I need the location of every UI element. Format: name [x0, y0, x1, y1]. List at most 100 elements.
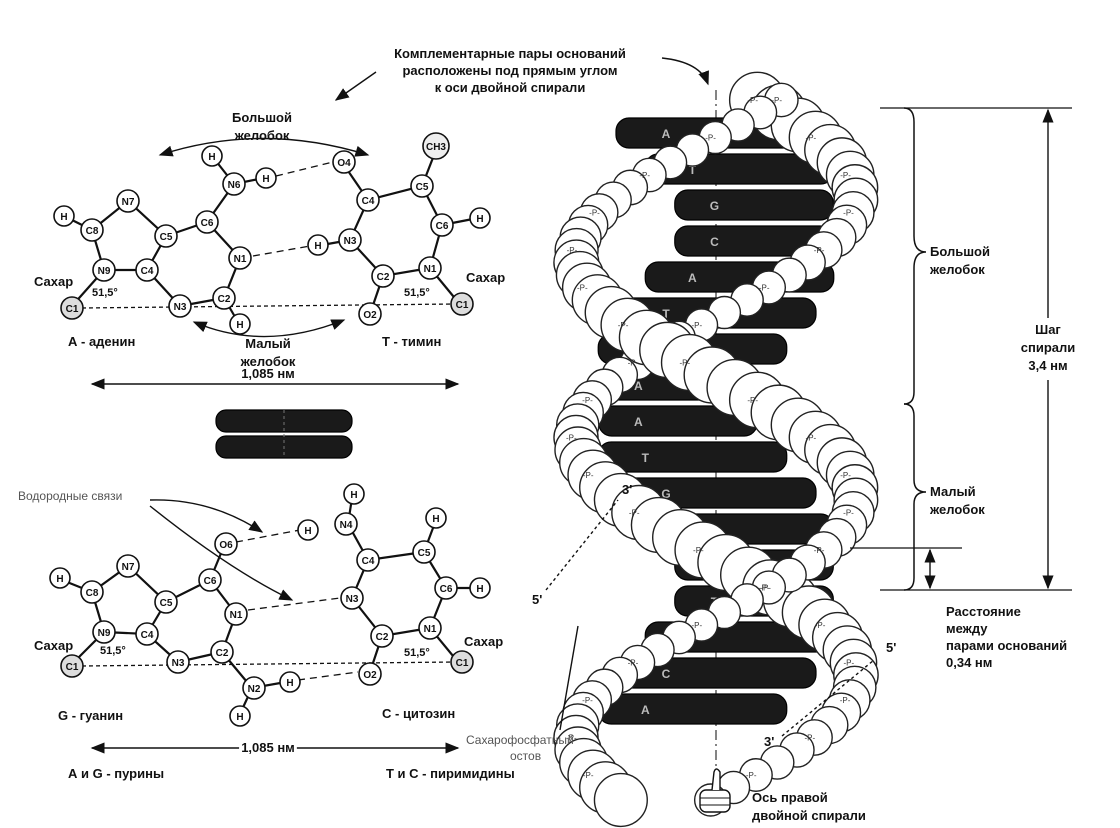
svg-text:N4: N4: [340, 520, 353, 531]
svg-text:H: H: [208, 152, 215, 163]
svg-text:CH3: CH3: [426, 142, 446, 153]
svg-text:N3: N3: [174, 302, 187, 313]
atom-c4-thymine: C4: [356, 188, 380, 212]
helix-base-letter: A: [641, 703, 650, 717]
atom-n7: N7: [116, 189, 140, 213]
atom-c6-thymine: C6: [430, 213, 454, 237]
complementary-note-line3: к оси двойной спирали: [435, 80, 586, 95]
pitch-label-line3: 3,4 нм: [1028, 358, 1067, 373]
base-spacing-line1: Расстояние: [946, 604, 1021, 619]
hbond-pointer-1: [149, 499, 264, 533]
atom-c5-thymine: C5: [410, 174, 434, 198]
phosphate-glyph: -P-: [566, 434, 577, 443]
minor-groove-arrow: [192, 319, 346, 338]
atom-h-c6-cytosine: H: [469, 577, 491, 599]
svg-text:C2: C2: [377, 272, 390, 283]
angle-label-left: 51,5°: [92, 287, 118, 299]
atom-n1-cytosine: N1: [418, 616, 442, 640]
atom-c5-cytosine: C5: [412, 540, 436, 564]
svg-text:O4: O4: [337, 158, 351, 169]
svg-text:C8: C8: [86, 226, 99, 237]
svg-text:H: H: [236, 712, 243, 723]
phosphate-glyph: -P-: [693, 546, 704, 555]
atom-o2: O2: [358, 302, 382, 326]
svg-text:N9: N9: [98, 266, 111, 277]
angle-label-right: 51,5°: [404, 287, 430, 299]
svg-text:N7: N7: [122, 197, 135, 208]
atom-o4: O4: [332, 150, 356, 174]
svg-text:C8: C8: [86, 588, 99, 599]
hydrogen-bond-2: [252, 245, 311, 257]
atom-n3-thymine: N3: [338, 228, 362, 252]
helix-base-letter: A: [634, 379, 643, 393]
helix-base-letter: A: [688, 271, 697, 285]
phosphate-glyph: -P-: [628, 659, 639, 668]
phosphate-glyph: -P-: [566, 734, 577, 743]
phosphate-glyph: -P-: [806, 434, 817, 443]
phosphate-glyph: -P-: [583, 771, 594, 780]
strand-end-5-left: 5': [532, 592, 542, 607]
atom-c6-cytosine: C6: [434, 576, 458, 600]
hydrogen-bond-1: [275, 161, 334, 177]
svg-text:H: H: [314, 241, 321, 252]
helix-base-bar: [597, 693, 788, 725]
phosphate-glyph: -P-: [760, 584, 771, 593]
helix-base-letter: C: [710, 235, 719, 249]
phosphate-glyph: -P-: [840, 696, 851, 705]
svg-text:N2: N2: [248, 684, 261, 695]
atom-o2-cytosine: O2: [358, 662, 382, 686]
atom-h-c2: H: [229, 313, 251, 335]
svg-text:H: H: [286, 678, 293, 689]
atom-c5: C5: [154, 224, 178, 248]
svg-text:H: H: [350, 490, 357, 501]
atom-c2-guanine: C2: [210, 640, 234, 664]
svg-text:N9: N9: [98, 628, 111, 639]
atom-n9-bottom: N9: [92, 620, 116, 644]
helix-base-letter: A: [634, 415, 643, 429]
base-spacing-line2: между: [946, 621, 988, 636]
phosphate-glyph: -P-: [759, 584, 770, 593]
svg-text:C6: C6: [436, 221, 449, 232]
helix-base-letter: T: [642, 451, 650, 465]
note-arrow-left: [334, 71, 377, 101]
svg-text:N1: N1: [424, 624, 437, 635]
minor-groove-bracket: [903, 403, 927, 591]
phosphate-glyph: -P-: [843, 509, 854, 518]
pitch-label-line1: Шаг: [1035, 322, 1061, 337]
svg-text:C5: C5: [418, 548, 431, 559]
atom-n3: N3: [168, 294, 192, 318]
note-arrow-right: [661, 57, 709, 86]
pyrimidines-legend: Т и С - пиримидины: [386, 766, 515, 781]
atom-c4-bottom: C4: [135, 622, 159, 646]
atom-n3-cytosine: N3: [340, 586, 364, 610]
major-groove-arrow: [158, 137, 370, 157]
atom-c4: C4: [135, 258, 159, 282]
axis-label-line1: Ось правой: [752, 790, 828, 805]
purines-legend: А и G - пурины: [68, 766, 164, 781]
backbone-label-line1: Сахарофосфатный: [466, 733, 574, 747]
strand-end-5-right: 5': [886, 640, 896, 655]
atom-n7-bottom: N7: [116, 554, 140, 578]
svg-text:N1: N1: [424, 264, 437, 275]
phosphate-glyph: -P-: [840, 171, 851, 180]
axis-label-line2: двойной спирали: [752, 808, 866, 823]
atom-h-c6: H: [469, 207, 491, 229]
phosphate-glyph: -P-: [583, 471, 594, 480]
phosphate-glyph: -P-: [759, 284, 770, 293]
atom-h-n2b: H: [229, 705, 251, 727]
major-groove-label-line1: Большой: [232, 110, 292, 125]
hydrogen-bonds-label: Водородные связи: [18, 489, 122, 503]
svg-text:C5: C5: [160, 598, 173, 609]
phosphate-glyph: -P-: [843, 209, 854, 218]
atom-c1-right-bottom: C1: [450, 650, 474, 674]
complementary-note-line1: Комплементарные пары оснований: [394, 46, 626, 61]
svg-text:C6: C6: [201, 218, 214, 229]
phosphate-glyph: -P-: [771, 96, 782, 105]
helix-base-letter: A: [662, 127, 671, 141]
atom-o6: O6: [214, 532, 238, 556]
atom-ch3: CH3: [422, 132, 450, 160]
svg-text:C4: C4: [141, 630, 154, 641]
pointing-hand-icon: [699, 768, 731, 813]
phosphate-glyph: -P-: [814, 546, 825, 555]
phosphate-glyph: -P-: [618, 321, 629, 330]
